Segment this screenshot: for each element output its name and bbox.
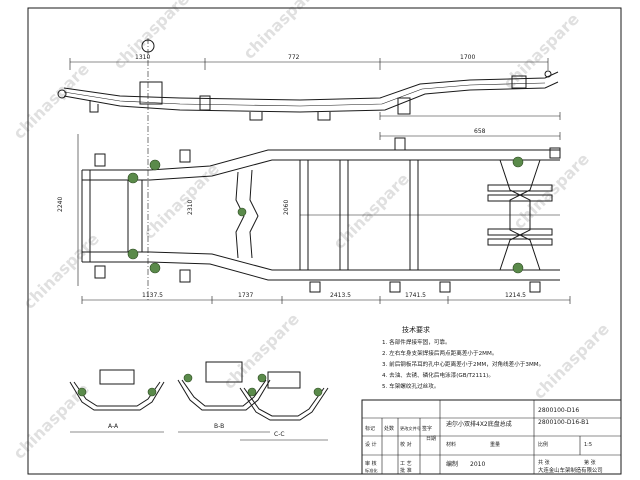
section-label: C-C (274, 431, 285, 438)
dimension-label: 1700 (460, 54, 475, 61)
sheet-count: 共 张 (538, 459, 550, 466)
company-name: 大连金山车架制造有限公司 (538, 466, 603, 474)
role-label: 审 核 (365, 460, 377, 467)
dimension-label: 1214.5 (505, 292, 526, 299)
watermark-layer: chinaspare chinaspare chinaspare chinasp… (9, 0, 613, 463)
note-line: 2. 左右车身支架焊接后两点距离差小于2MM。 (382, 349, 497, 357)
mark-label: 签字 (422, 425, 432, 432)
note-line: 5. 车架螺纹孔过丝攻。 (382, 382, 439, 390)
dimension-label: 1741.5 (405, 292, 426, 299)
top-view: 2240 (57, 128, 571, 304)
section-view: C-C (239, 371, 329, 441)
role-label: 设 计 (365, 441, 377, 448)
part-number: 2800100-D16-B1 (538, 419, 589, 426)
mark-label: 日期 (426, 436, 436, 442)
role-label: 工 艺 (400, 461, 412, 467)
section-view: B-B (177, 361, 271, 433)
dimension-label: 2240 (57, 197, 64, 212)
mark-label: 处数 (384, 425, 394, 432)
part-number: 2800100-D16 (538, 407, 579, 414)
dimension-label: 1137.5 (142, 292, 163, 299)
watermark: chinaspare (329, 169, 413, 253)
weight-label: 重量 (490, 441, 500, 448)
dimension-label: 658 (474, 128, 486, 135)
note-line: 4. 去油、去锈、磷化后电泳漆(GB/T2111)。 (382, 371, 494, 379)
sheet-index: 第 张 (584, 459, 596, 466)
dimension-label: 2060 (283, 200, 290, 215)
dimension-label: 2413.5 (330, 292, 351, 299)
drawing-border (27, 7, 622, 475)
section-view: A-A (69, 369, 165, 433)
dimension-label: 1737 (238, 292, 253, 299)
drawing-name: 迪尔小双排4X2底盘总成 (446, 420, 512, 428)
watermark: chinaspare (239, 0, 323, 63)
dimension-label: 2310 (187, 200, 194, 215)
date-value: 2010 (470, 461, 485, 468)
role-label: 校 对 (400, 441, 412, 448)
side-view: 1310 772 1700 (57, 38, 561, 300)
scale-value: 1:5 (584, 442, 592, 448)
watermark: chinaspare (139, 159, 223, 243)
scale-label: 比例 (538, 441, 548, 448)
mark-label: 更改文件号 (400, 425, 421, 432)
title-block: 迪尔小双排4X2底盘总成 2800100-D16 2800100-D16-B1 … (361, 399, 622, 475)
role-label: 标准化 (365, 467, 378, 474)
mark-label: 标记 (365, 425, 375, 432)
technical-notes: 技术要求 1. 各部件焊接牢固，可靠。 2. 左右车身支架焊接后两点距离差小于2… (382, 325, 544, 390)
watermark: chinaspare (9, 59, 93, 143)
role-label: 批 准 (400, 467, 412, 474)
section-label: A-A (108, 423, 119, 430)
dimension-label: 772 (288, 54, 300, 61)
section-label: B-B (214, 423, 224, 430)
note-line: 3. 前后钢板吊耳的孔中心距离差小于2MM，对角线差小于3MM。 (382, 360, 544, 368)
notes-heading: 技术要求 (402, 325, 430, 334)
section-views: A-A B-B C-C (69, 361, 329, 441)
note-line: 1. 各部件焊接牢固，可靠。 (382, 338, 451, 346)
material-label: 材料 (446, 441, 456, 448)
date-label: 编制 (446, 460, 458, 468)
dimension-label: 1310 (135, 54, 150, 61)
